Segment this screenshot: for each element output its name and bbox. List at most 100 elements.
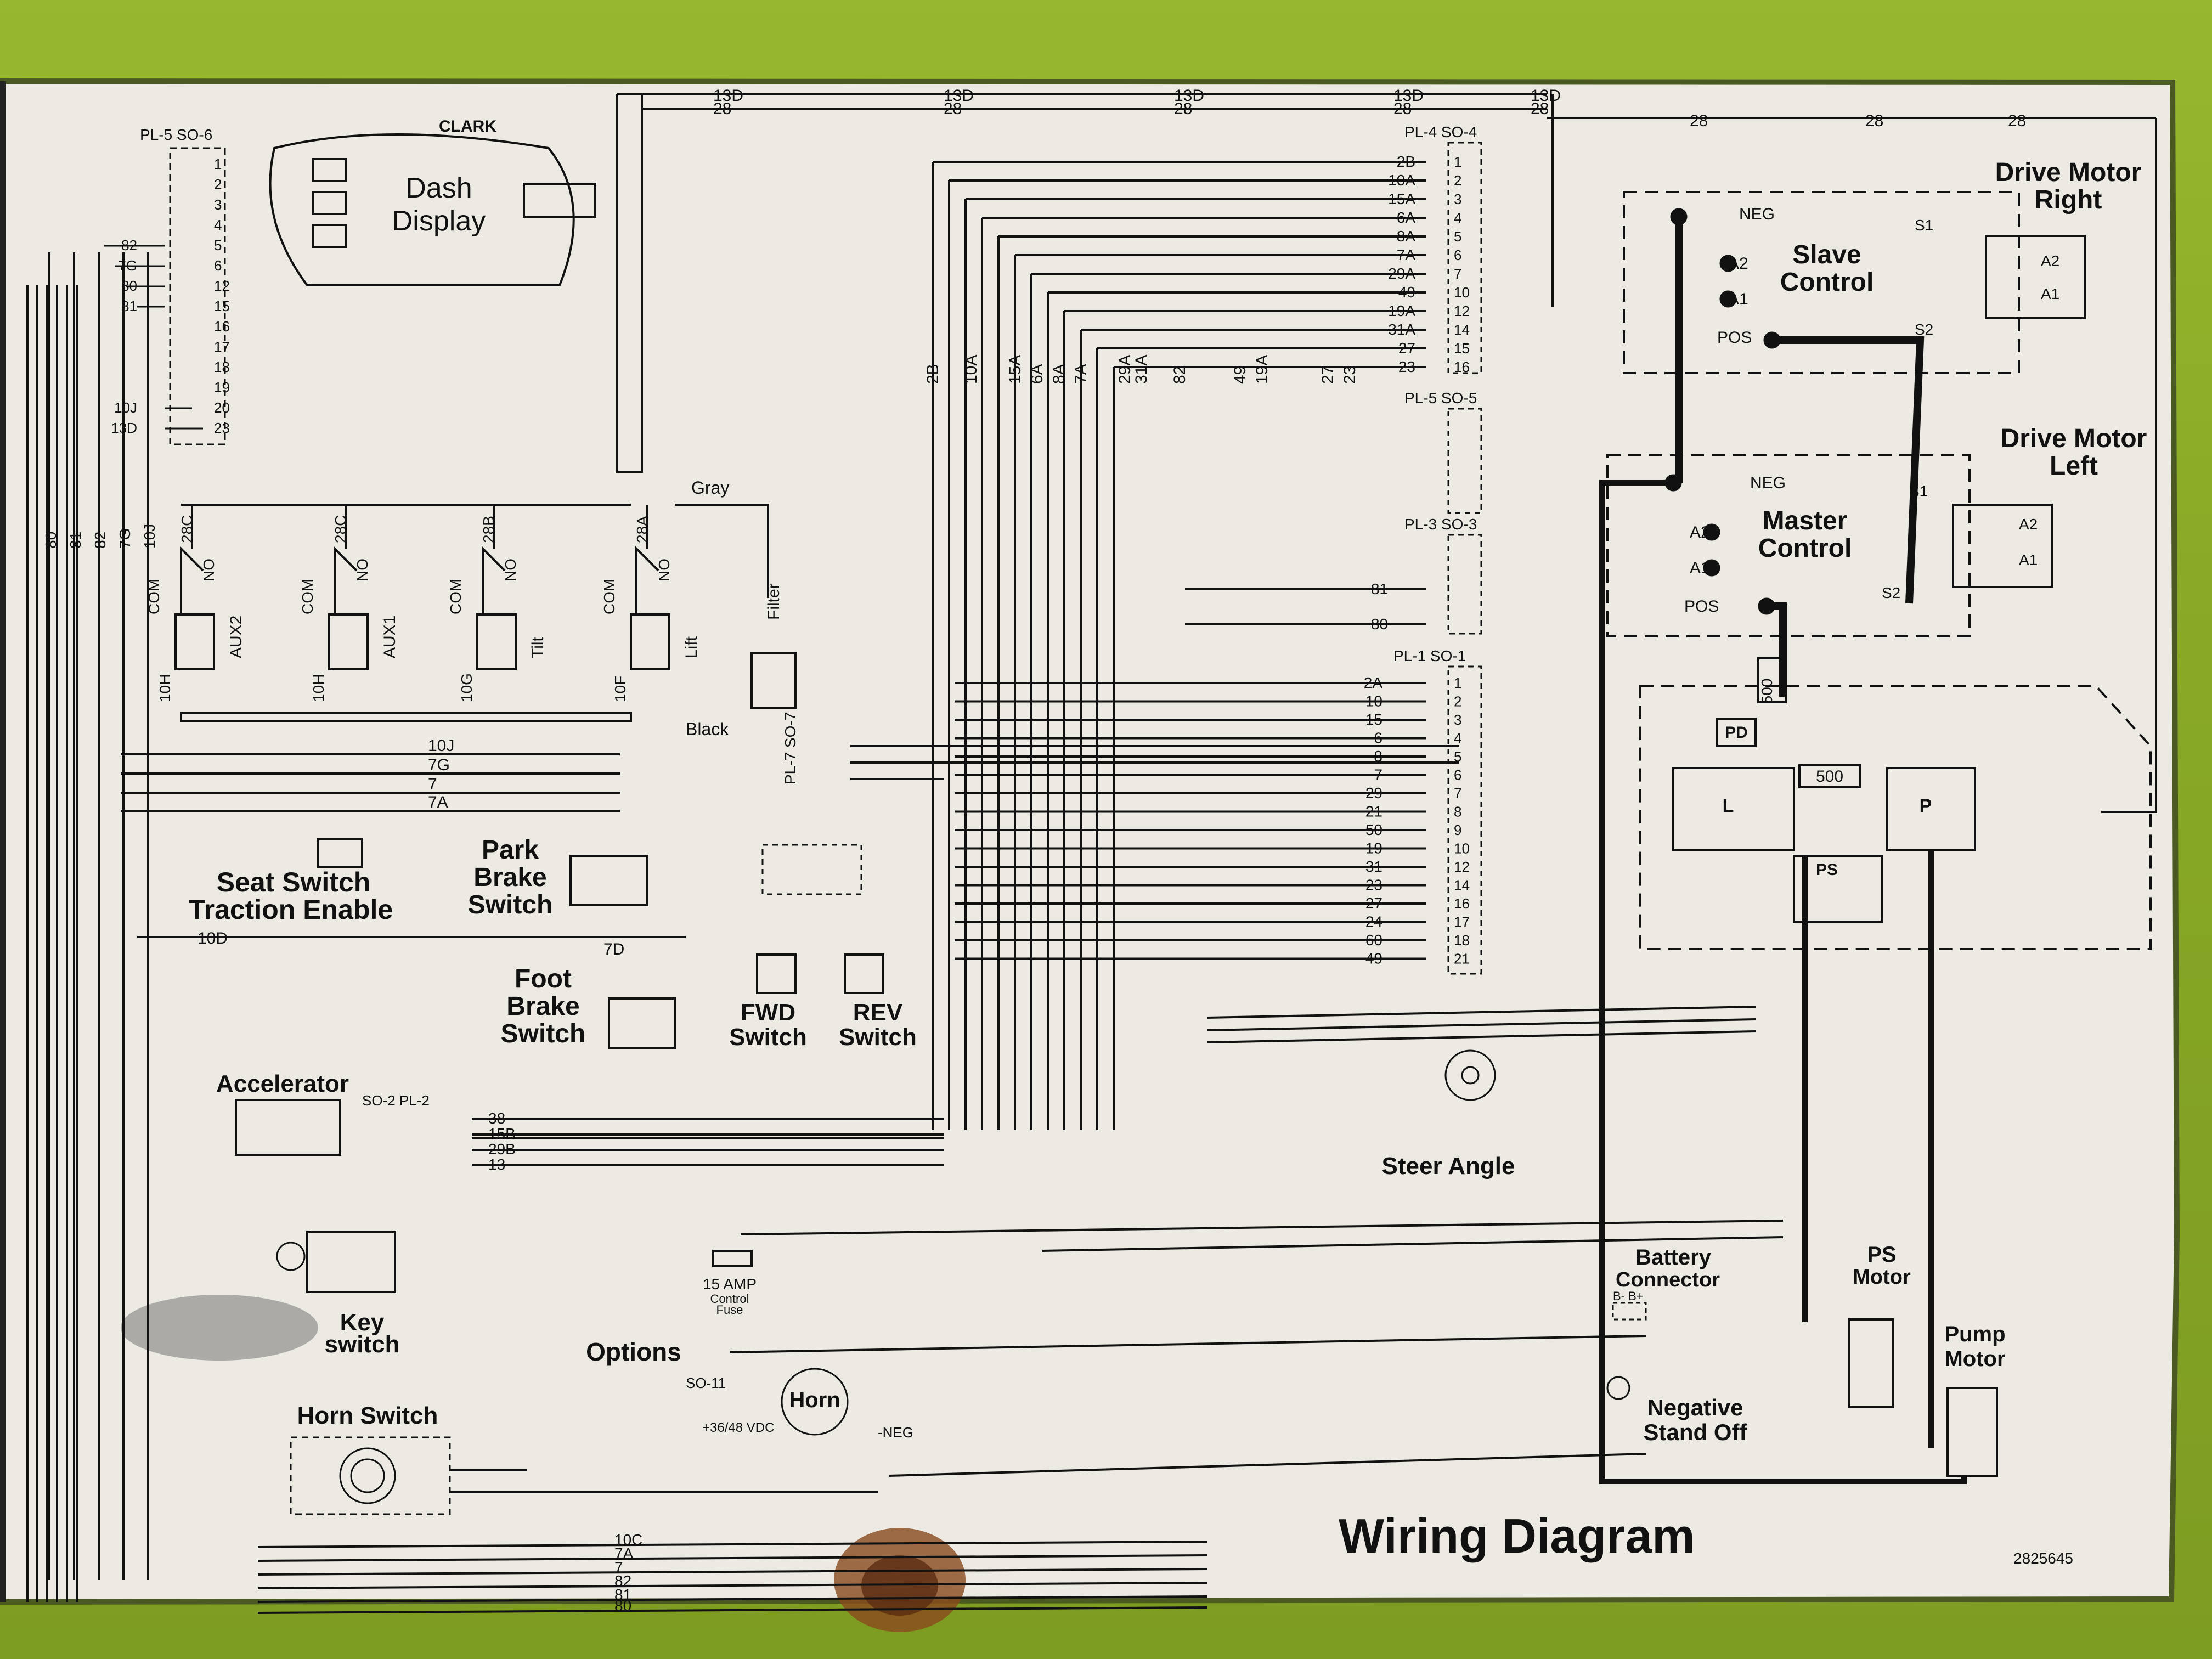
wire-label: NO	[354, 558, 371, 582]
wire-label: Switch	[729, 1024, 807, 1051]
wire-label: 10A	[962, 355, 980, 384]
wire-label: Options	[586, 1338, 681, 1366]
wire-label: NEG	[1739, 205, 1775, 223]
wire-label: Foot	[515, 964, 572, 994]
wire-label: SO-11	[686, 1375, 726, 1391]
wire-label: 7G	[116, 528, 133, 549]
filter-box	[751, 652, 797, 709]
dot	[1719, 255, 1737, 272]
wire-label: 15 AMP	[703, 1276, 757, 1293]
drive-motor-right	[1985, 235, 2086, 319]
switch-name: Lift	[682, 636, 701, 658]
seat-switch-body	[317, 838, 363, 868]
so4-pin: 1	[1454, 154, 1462, 170]
pd-contactor	[1716, 718, 1757, 747]
wire-label: PS	[1867, 1243, 1896, 1267]
wire-label: 81	[614, 1586, 631, 1603]
wire-label: 7G	[428, 756, 450, 774]
horn-switch-button	[339, 1447, 396, 1504]
wire-label: 28	[1690, 112, 1708, 130]
wire-label: 500	[1816, 768, 1843, 786]
wire-label: Drive Motor	[2001, 424, 2147, 453]
wire-label: Steer Angle	[1382, 1153, 1515, 1180]
wire-label: PL-1 SO-1	[1393, 647, 1466, 664]
microswitch-aux1	[328, 613, 369, 670]
fuse-500-vertical	[1757, 657, 1787, 703]
wire-label: 23	[1341, 366, 1359, 384]
wire-label: Master	[1763, 506, 1848, 535]
switch-lever	[635, 546, 659, 614]
wire-label: COM	[299, 579, 316, 614]
so1-pin: 21	[1454, 951, 1470, 967]
battery-neg-cable	[1599, 480, 1967, 1484]
so1-pin: 10	[1454, 840, 1470, 857]
so6-pin: 1	[214, 156, 222, 172]
so5-connector	[1447, 408, 1482, 514]
so1-pin: 14	[1454, 877, 1470, 894]
wire-label: REV	[853, 999, 903, 1026]
wire-label: switch	[325, 1331, 400, 1358]
so3-connector	[1447, 534, 1482, 635]
key-icon	[276, 1242, 306, 1271]
wire-label: 27	[1319, 366, 1337, 384]
wire-label: 7D	[603, 940, 624, 958]
dash-label: Dash	[405, 172, 472, 204]
wire-label: 15A	[1006, 355, 1024, 384]
so7-connector	[761, 844, 862, 895]
bottom-wire	[257, 1554, 1207, 1562]
wire-label: Horn	[789, 1388, 840, 1412]
wire-label: POS	[1684, 597, 1719, 616]
microswitch-lift	[630, 613, 670, 670]
so1-pin: 18	[1454, 932, 1470, 949]
so6-pin: 23	[214, 420, 230, 436]
wire-label: 10J	[141, 524, 158, 549]
wire-label: COM	[145, 579, 162, 614]
so6-pin: 15	[214, 298, 230, 314]
wire-label: 13D	[944, 87, 974, 105]
dash-button	[312, 191, 347, 215]
wire-label: PD	[1725, 724, 1748, 742]
wire-label: -NEG	[878, 1424, 913, 1441]
negative-stand-off-symbol	[1606, 1376, 1630, 1400]
wire-label: 28	[2008, 112, 2026, 130]
wire-label: 19A	[1253, 355, 1271, 384]
dash-label: Display	[392, 205, 486, 237]
so6-pin: 5	[214, 237, 222, 253]
switch-lever	[482, 546, 506, 614]
park-brake-switch-body	[569, 855, 648, 906]
wire-label: 7A	[1072, 364, 1090, 384]
wire-label: 29A	[1116, 355, 1134, 384]
wire-label: Key	[340, 1309, 385, 1336]
so1-pin: 12	[1454, 859, 1470, 875]
wire-label: S2	[1915, 321, 1933, 338]
wire-label: A1	[2019, 551, 2038, 568]
dot	[1703, 559, 1720, 577]
wire-label: 82	[92, 532, 109, 549]
wire-label: FWD	[741, 999, 795, 1026]
so1-pin: 6	[1454, 767, 1462, 783]
dot	[1703, 523, 1720, 541]
wire-label: Connector	[1616, 1268, 1720, 1291]
wire-label: 7A	[428, 793, 448, 811]
so6-pin: 16	[214, 318, 230, 335]
wire-label: 10J	[428, 737, 454, 755]
so4-pin: 12	[1454, 303, 1470, 319]
wire-label: PL-4 SO-4	[1404, 123, 1477, 140]
wire-label: Slave	[1792, 240, 1861, 269]
wire-label: 28	[1174, 100, 1192, 118]
wire-label: 15B	[488, 1125, 516, 1142]
wire-label: A2	[2041, 252, 2059, 269]
wire-label: 82	[614, 1572, 631, 1589]
wire-label: 2B	[924, 364, 942, 384]
bottom-wire	[257, 1595, 1207, 1603]
wire-label: 29B	[488, 1141, 516, 1158]
dash-button	[312, 158, 347, 182]
wire-label: 38	[488, 1110, 505, 1127]
microswitch-aux2	[174, 613, 215, 670]
wire-label: 7A	[614, 1545, 634, 1562]
so1-pin: 17	[1454, 914, 1470, 930]
steer-angle-sensor	[1444, 1049, 1496, 1101]
wire-13h	[729, 1335, 1646, 1353]
gray-label: Gray	[691, 478, 729, 498]
wire-label: COM	[601, 579, 618, 614]
